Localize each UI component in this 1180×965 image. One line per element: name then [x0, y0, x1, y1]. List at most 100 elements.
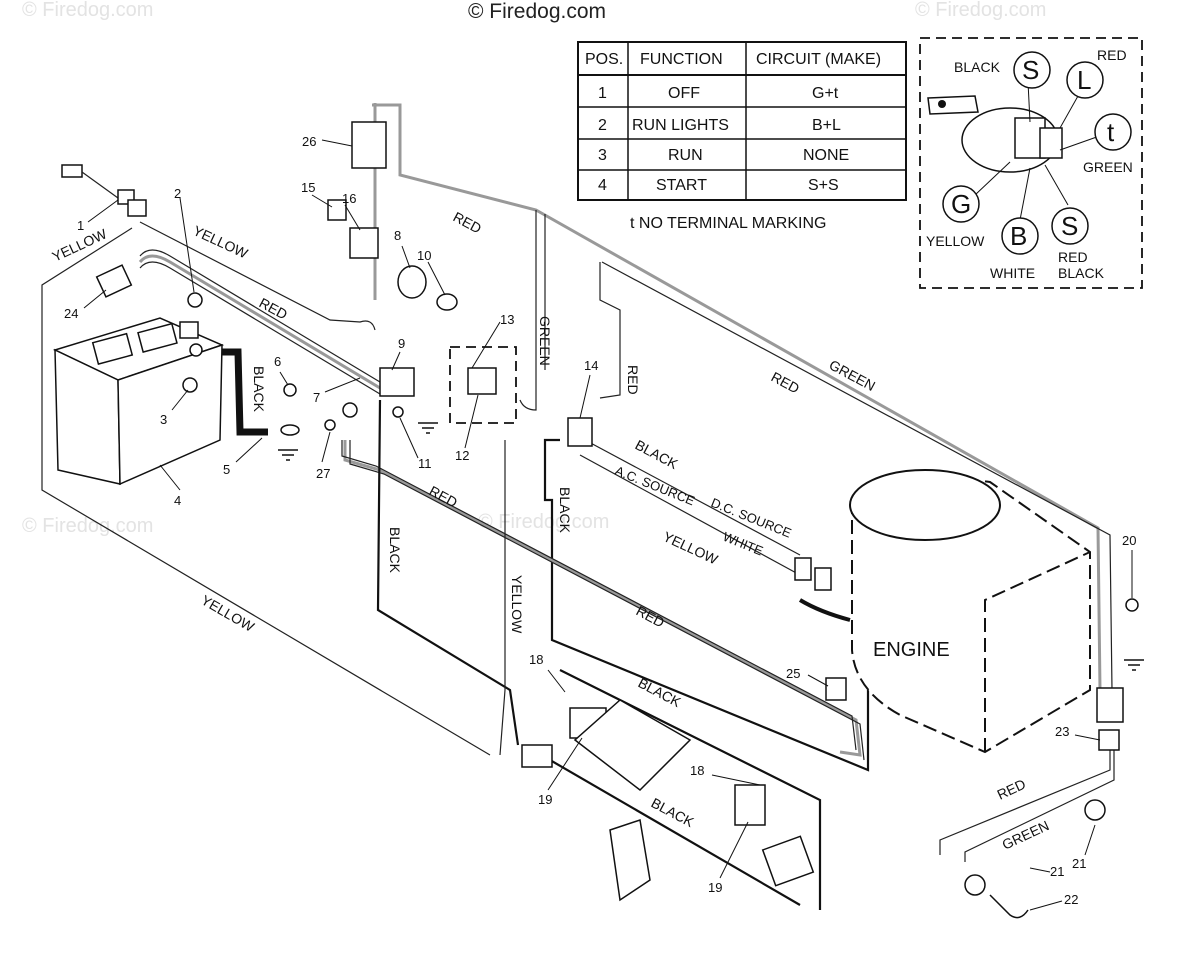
- part-number: 18: [529, 652, 543, 667]
- part-number: 7: [313, 390, 320, 405]
- table-cell: 3: [598, 147, 607, 164]
- screw-icon: [392, 406, 404, 418]
- table-cell: START: [656, 177, 707, 194]
- wire-label-yellow: YELLOW: [509, 575, 525, 634]
- table-cell: 2: [598, 117, 607, 134]
- wire-label-red: RED: [995, 776, 1029, 803]
- wire-label-yellow: YELLOW: [191, 222, 251, 261]
- inset-label-red-black: RED: [1058, 249, 1088, 265]
- wire-label-black: BLACK: [649, 795, 698, 831]
- part-number: 24: [64, 306, 78, 321]
- part-number: 13: [500, 312, 514, 327]
- ignition-switch-inset: S L t G B S BLACK RED GREEN YELLOW WHITE…: [919, 37, 1143, 289]
- table-note: t NO TERMINAL MARKING: [630, 215, 826, 232]
- fuse-icon: [327, 199, 347, 221]
- screw-icon: [324, 419, 336, 431]
- table-cell: B+L: [812, 117, 841, 134]
- relay-icon: [351, 121, 387, 169]
- table-cell: OFF: [668, 85, 700, 102]
- switch-function-table: POS. FUNCTION CIRCUIT (MAKE) 1 OFF G+t 2…: [577, 41, 907, 201]
- watermark-faint: © Firedog.com: [478, 511, 609, 533]
- part-number: 14: [584, 358, 598, 373]
- part-number: 26: [302, 134, 316, 149]
- black-wire: [549, 759, 801, 906]
- fuse-holder-icon: [349, 227, 379, 259]
- terminal-g: G: [951, 189, 971, 219]
- yellow-wire: [139, 221, 376, 331]
- inset-label-red-black: BLACK: [1058, 265, 1105, 281]
- part-number: 20: [1122, 533, 1136, 548]
- watermark-faint: © Firedog.com: [22, 0, 153, 21]
- battery-cover-icon: [95, 264, 133, 298]
- key-icon: [927, 95, 979, 115]
- watermark-faint: © Firedog.com: [22, 515, 153, 537]
- green-wire: [601, 261, 1113, 691]
- grommet-icon: [397, 265, 427, 299]
- inset-label-white: WHITE: [990, 265, 1035, 281]
- wire-label-red: RED: [634, 603, 668, 631]
- headlight-icon: [964, 874, 986, 896]
- engine-label: ENGINE: [873, 639, 950, 661]
- wire-label-red: RED: [625, 365, 641, 395]
- black-wire: [376, 399, 520, 746]
- wingnut-icon: [182, 377, 198, 393]
- terminal-t: t: [1107, 117, 1115, 147]
- table-cell: 4: [598, 177, 607, 194]
- part-number: 25: [786, 666, 800, 681]
- table-header-pos: POS.: [585, 51, 623, 68]
- solenoid-icon: [379, 367, 415, 397]
- table-cell: G+t: [812, 85, 839, 102]
- black-wire: [559, 669, 822, 910]
- green-wire: [964, 742, 1115, 862]
- part-number: 2: [174, 186, 181, 201]
- part-number: 4: [174, 493, 181, 508]
- part-number: 18: [690, 763, 704, 778]
- part-number: 12: [455, 448, 469, 463]
- connector-icon: [61, 164, 83, 178]
- bulb-icon: [989, 894, 1029, 919]
- connector-icon: [1096, 687, 1124, 723]
- part-number: 27: [316, 466, 330, 481]
- wire-label-black: BLACK: [636, 675, 685, 711]
- headlight-icon: [1084, 799, 1106, 821]
- yellow-wire: [499, 440, 506, 756]
- connector-23-icon: [1098, 729, 1120, 751]
- watermark-faint: © Firedog.com: [915, 0, 1046, 21]
- connector-14-icon: [567, 417, 593, 447]
- wire-label-red: RED: [451, 209, 485, 237]
- inset-label-yellow: YELLOW: [926, 233, 985, 249]
- terminal-s-top: S: [1022, 55, 1039, 85]
- bolt-icon: [283, 383, 297, 397]
- black-wire: [543, 438, 870, 772]
- terminal-s-bottom: S: [1061, 211, 1078, 241]
- inset-label-black: BLACK: [954, 59, 1001, 75]
- nut-icon: [436, 293, 458, 311]
- table-cell: NONE: [803, 147, 849, 164]
- starter-terminal-icon: [825, 677, 847, 701]
- green-wire: [599, 262, 621, 399]
- part-number: 6: [274, 354, 281, 369]
- terminal-b: B: [1010, 221, 1027, 251]
- white-wire: [579, 454, 801, 576]
- yellow-wire: [41, 227, 491, 756]
- table-cell: RUN LIGHTS: [632, 117, 729, 134]
- connector-icon: [761, 835, 815, 887]
- part-number: 1: [77, 218, 84, 233]
- engine: ENGINE: [849, 469, 1091, 754]
- ground-icon: [1124, 659, 1144, 671]
- ignition-switch-icon: [467, 367, 497, 395]
- ground-icon: [278, 449, 298, 461]
- wire-label-black: BLACK: [633, 437, 682, 473]
- switch-19-icon: [734, 784, 766, 826]
- wire-label-black: BLACK: [387, 527, 403, 574]
- connector-icon: [521, 744, 553, 768]
- table-cell: RUN: [668, 147, 703, 164]
- red-wire: [138, 254, 381, 390]
- wire-label-yellow: YELLOW: [661, 528, 721, 567]
- table-header-circuit: CIRCUIT (MAKE): [756, 51, 881, 68]
- black-wire: [584, 439, 801, 556]
- wire-label-green: GREEN: [537, 316, 553, 366]
- table-cell: S+S: [808, 177, 839, 194]
- part-number: 10: [417, 248, 431, 263]
- part-number: 5: [223, 462, 230, 477]
